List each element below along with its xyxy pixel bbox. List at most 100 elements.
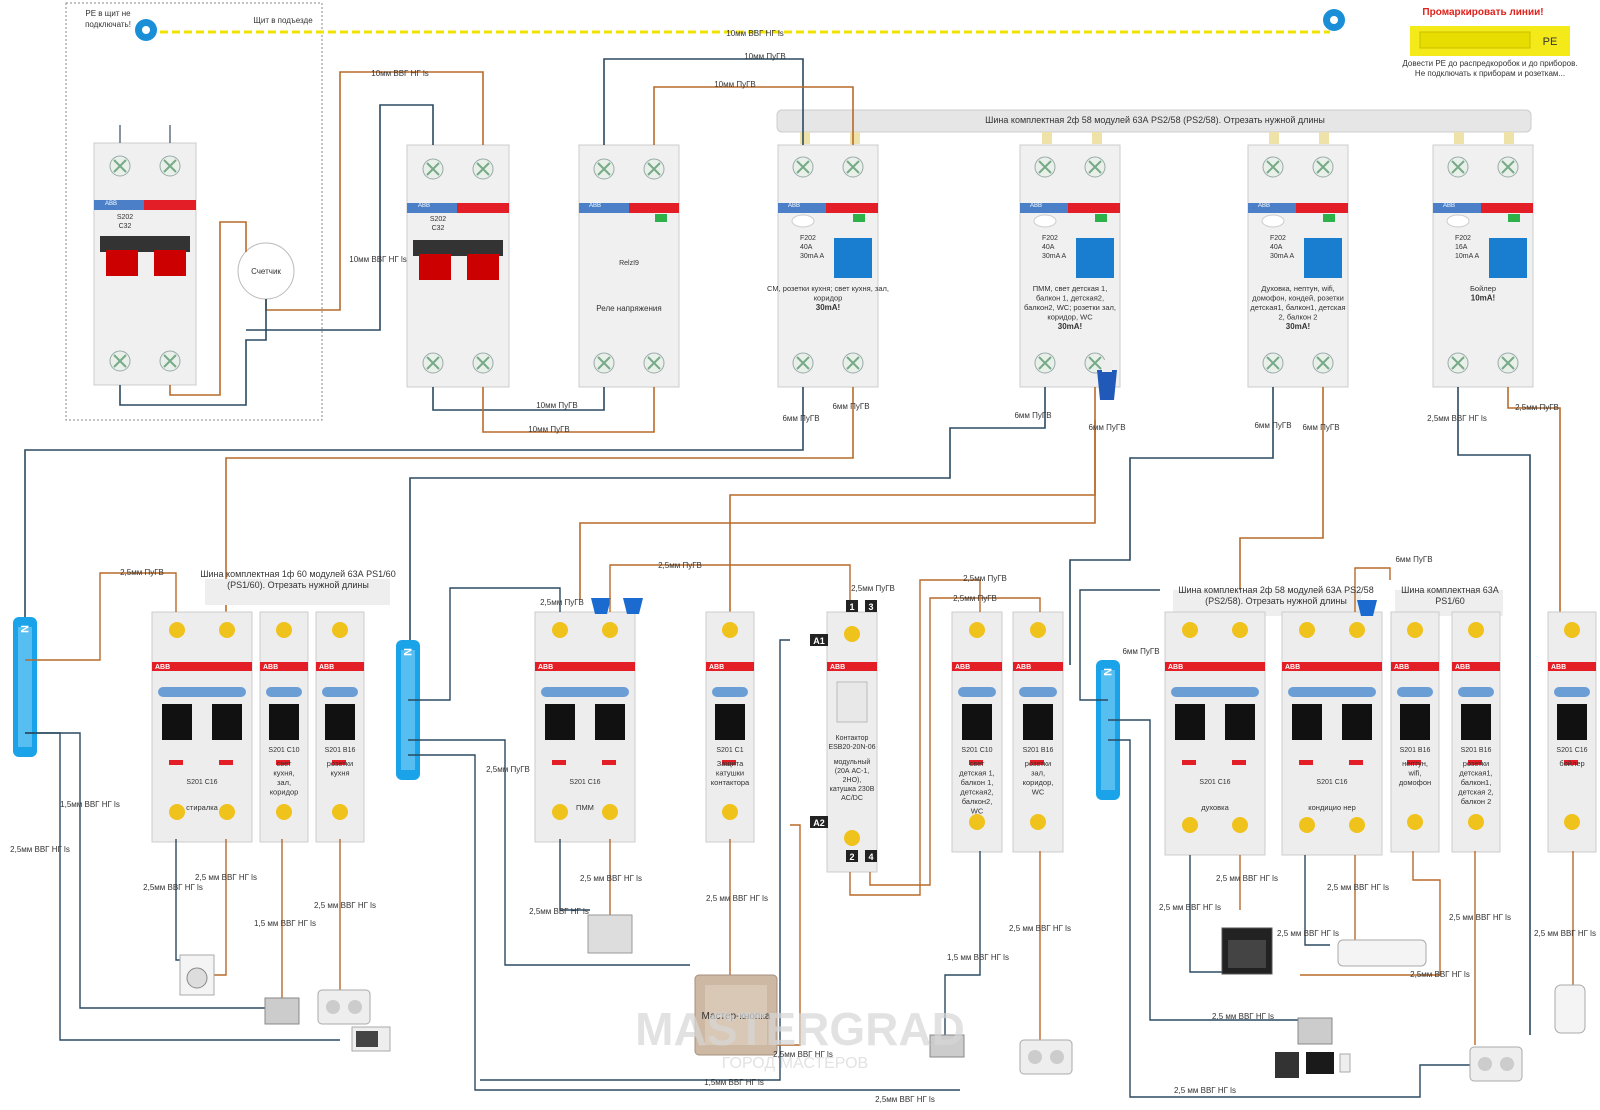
device-type: S201 C1 — [716, 747, 743, 754]
brand-label: ABB — [1443, 203, 1455, 209]
socket-icon — [317, 989, 371, 1025]
cable-label: 2,5мм ПуГВ — [658, 561, 702, 570]
bus-1ph-60 — [205, 579, 390, 605]
oven-icon — [1221, 927, 1273, 975]
svg-text:N: N — [1101, 668, 1113, 676]
pe-bar-label: PE — [1543, 36, 1558, 48]
cable-label: 6мм ПуГВ — [782, 414, 819, 423]
pe-advice: Довести PE до распредкоробок и до прибор… — [1402, 59, 1577, 78]
cable-label: 10мм ПуГВ — [528, 425, 570, 434]
cable-label: 6мм ПуГВ — [1014, 411, 1051, 420]
top-bus-label: Шина комплектная 2ф 58 модулей 63А PS2/5… — [985, 115, 1325, 125]
watermark: MASTERGRAD — [635, 1003, 965, 1055]
voltage-relay — [578, 144, 680, 388]
device-type: S201 B16 — [1023, 747, 1054, 754]
cable-label: 10мм ВВГ НГ ls — [349, 255, 406, 264]
pe-cable-label: 10мм ВВГ НГ ls — [726, 29, 783, 38]
cable-label: 2,5мм ПуГВ — [120, 568, 164, 577]
device-desc: Реле напряжения — [596, 304, 661, 313]
cable-label: 2,5мм ВВГ НГ ls — [1427, 414, 1487, 423]
brand-label: ABB — [155, 664, 170, 671]
cable-label: 6мм ПуГВ — [1395, 555, 1432, 564]
cable-label: 2,5мм ПуГВ — [851, 584, 895, 593]
socket-icon — [1019, 1039, 1073, 1075]
cable-label: 2,5мм ВВГ НГ ls — [875, 1095, 935, 1104]
leak-warning: 30mA! — [816, 303, 840, 312]
device-type: S201 C16 — [1199, 779, 1230, 786]
device-desc: СМ, розетки кухня; свет кухня, зал,корид… — [767, 284, 889, 303]
cable-label: 2,5 мм ВВГ НГ ls — [1212, 1012, 1274, 1021]
dishwasher-icon — [587, 914, 633, 954]
brand-label: ABB — [788, 203, 800, 209]
device-desc: нептун,wifi,домофон — [1399, 759, 1431, 787]
neutral-block-1 — [13, 617, 37, 757]
leak-warning: 30mA! — [1286, 322, 1310, 331]
brand-label: ABB — [1285, 664, 1300, 671]
top-wires — [24, 58, 1561, 1035]
rcd-2 — [1019, 144, 1121, 388]
device-desc: ПММ — [576, 803, 594, 812]
cable-label: 6мм ПуГВ — [1088, 423, 1125, 432]
device-desc: Бойлер — [1470, 284, 1496, 293]
pe-bus-bar — [1410, 26, 1570, 56]
device-desc: духовка — [1201, 803, 1229, 812]
device-type: S201 C16 — [186, 779, 217, 786]
cable-label: 10мм ВВГ НГ ls — [371, 69, 428, 78]
microwave-icon — [351, 1026, 391, 1052]
panel-label: Щит в подъезде — [253, 16, 313, 25]
brand-label: ABB — [830, 664, 845, 671]
brand-label: ABB — [589, 203, 601, 209]
cable-label: 2,5 мм ВВГ НГ ls — [195, 873, 257, 882]
cable-label: 2,5 мм ВВГ НГ ls — [1534, 929, 1596, 938]
device-type: S201 C16 — [1556, 747, 1587, 754]
cable-label: 6мм ПуГВ — [832, 402, 869, 411]
device-type: S201 B16 — [1461, 747, 1492, 754]
contactor-terminal-labels: 1 3 2 4 A1 A2 — [813, 602, 873, 862]
device-type: S201 B16 — [325, 747, 356, 754]
device-desc: бойлер — [1559, 759, 1584, 768]
meter-label: Счетчик — [251, 267, 281, 276]
cable-label: 2,5мм ПуГВ — [963, 574, 1007, 583]
svg-text:A2: A2 — [813, 818, 825, 828]
device-desc: Духовка, нептун, wifi,домофон, кондей, р… — [1250, 284, 1345, 322]
mark-lines-note: Промаркировать линии! — [1422, 7, 1543, 18]
cable-label: 6мм ПуГВ — [1302, 423, 1339, 432]
breaker-s201-c16: ABB S201 C16 кондицио нер — [1281, 611, 1383, 856]
junction-box-icon — [264, 997, 300, 1025]
brand-label: ABB — [709, 664, 724, 671]
brand-label: ABB — [1030, 203, 1042, 209]
cable-label: 2,5 мм ВВГ НГ ls — [1174, 1086, 1236, 1095]
cable-label: 1,5мм ВВГ НГ ls — [60, 800, 120, 809]
leak-warning: 30mA! — [1058, 322, 1082, 331]
brand-label: ABB — [955, 664, 970, 671]
device-type: S201 C16 — [1316, 779, 1347, 786]
brand-label: ABB — [1455, 664, 1470, 671]
device-type: S201 C16 — [569, 779, 600, 786]
ferrule-icon — [1097, 360, 1117, 400]
brand-label: ABB — [1168, 664, 1183, 671]
cable-label: 2,5мм ПуГВ — [486, 765, 530, 774]
svg-text:4: 4 — [868, 852, 873, 862]
cable-label: 2,5мм ВВГ НГ ls — [773, 1050, 833, 1059]
brand-label: ABB — [418, 203, 430, 209]
device-desc: кондицио нер — [1308, 803, 1355, 812]
watermark-subtitle: ГОРОД МАСТЕРОВ — [722, 1055, 868, 1072]
